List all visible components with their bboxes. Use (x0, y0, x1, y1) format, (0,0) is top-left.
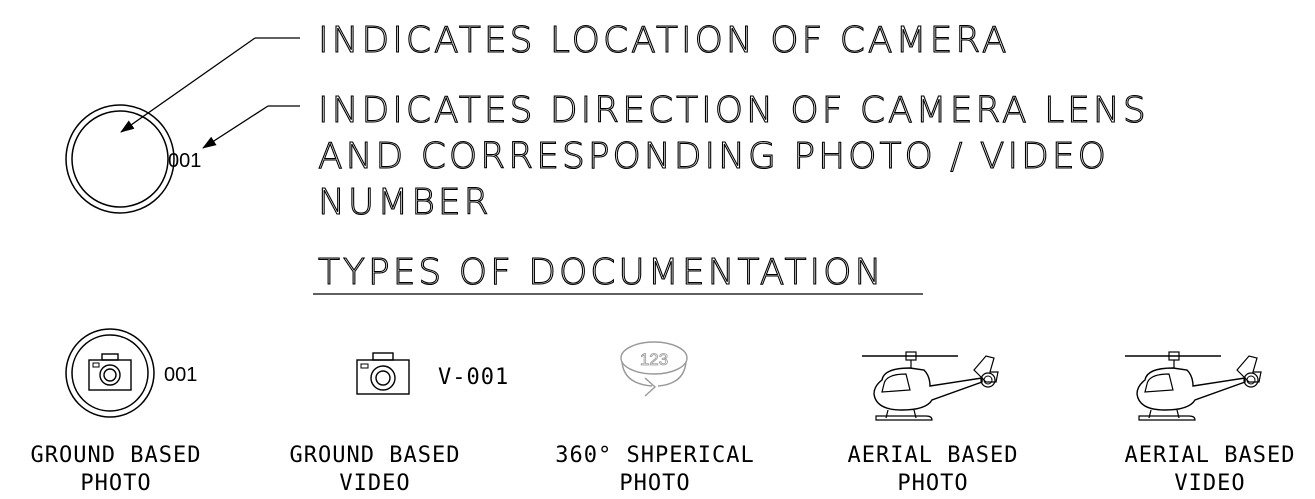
type-aerial-photo-label-line2: PHOTO (897, 471, 968, 496)
legend-direction-text-line3: NUMBER (318, 182, 492, 223)
legend-location-text: INDICATES LOCATION OF CAMERA (318, 20, 1010, 61)
360-icon-text: 123 (640, 350, 668, 369)
legend-direction-text-line1: INDICATES DIRECTION OF CAMERA LENS (318, 90, 1149, 131)
section-title: TYPES OF DOCUMENTATION (318, 252, 884, 293)
helicopter-icon (1125, 351, 1262, 421)
type-aerial-video-label-line2: VIDEO (1174, 471, 1245, 496)
camera-in-circle-icon (65, 328, 155, 418)
helicopter-icon (862, 351, 999, 421)
type-ground-photo-number: 001 (164, 364, 197, 386)
type-ground-photo-label-line2: PHOTO (80, 471, 151, 496)
legend-example-number: 001 (168, 150, 201, 172)
type-ground-photo-label-line1: GROUND BASED (31, 443, 202, 468)
type-ground-video-number: V-001 (438, 365, 509, 390)
leader-location-arrow (120, 37, 300, 133)
type-spherical-photo-label-line1: 360° SHPERICAL (555, 443, 754, 468)
type-spherical-photo-label-line2: PHOTO (619, 471, 690, 496)
type-aerial-photo-label-line1: AERIAL BASED (848, 443, 1019, 468)
type-aerial-video-label-line1: AERIAL BASED (1125, 443, 1296, 468)
360-rotation-icon: 123 (620, 341, 688, 397)
camera-icon (356, 352, 410, 395)
legend-direction-text-line2: AND CORRESPONDING PHOTO / VIDEO (318, 136, 1109, 177)
legend-camera-symbol (65, 104, 175, 214)
leader-direction-arrow (202, 105, 300, 149)
type-ground-video-label-line1: GROUND BASED (290, 443, 461, 468)
type-ground-video-label-line2: VIDEO (339, 471, 410, 496)
